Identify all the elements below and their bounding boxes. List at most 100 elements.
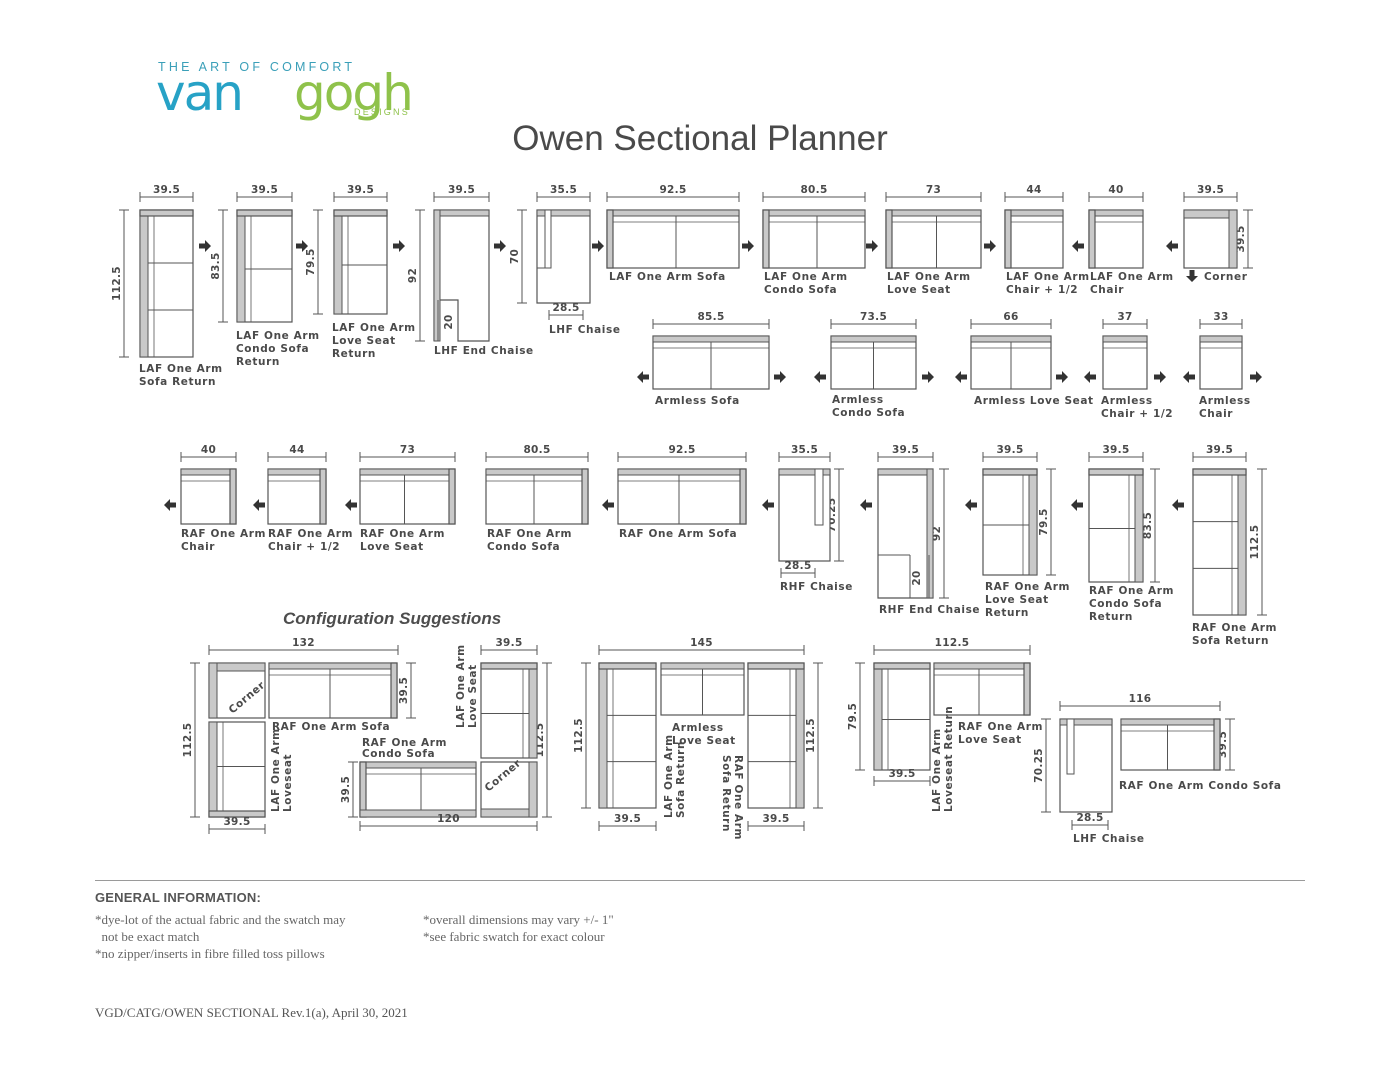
piece-label: LAF One Arm Sofa [609,271,726,283]
config1-label: RAF One Arm Sofa [272,721,390,733]
backrest [885,209,982,217]
connection-arrow-icon [860,499,872,511]
connection-arrow-icon [602,499,614,511]
backrest [795,662,805,809]
piece-label: RAF One Arm [1089,585,1174,597]
piece-label: Condo Sofa [236,343,309,355]
piece-label: Love Seat [332,335,396,347]
armrest [139,209,194,217]
page-title: Owen Sectional Planner [512,119,888,158]
backrest [830,335,917,343]
connection-arrow-icon [742,240,754,252]
armrest [390,662,398,719]
piece-label: Chair + 1/2 [1006,284,1078,296]
divider [95,880,1305,881]
armrest [480,662,538,670]
armrest [747,662,805,670]
document-footer: VGD/CATG/OWEN SECTIONAL Rev.1(a), April … [95,1005,408,1020]
dimension-value: 80.5 [523,444,550,456]
armrest [1088,468,1144,476]
armrest [208,810,266,818]
armrest [1192,468,1247,476]
general-info-heading: GENERAL INFORMATION: [95,890,262,905]
dimension-value: 112.5 [111,266,123,301]
connection-arrow-icon [1166,240,1178,252]
armrest [333,209,388,217]
dimension-value: 80.5 [800,184,827,196]
config-heading: Configuration Suggestions [283,609,501,628]
armrest [1004,209,1012,269]
config5-label: RAF One Arm Condo Sofa [1119,780,1282,792]
config4-label: Loveseat Return [943,706,955,812]
dimension-value: 39.5 [996,444,1023,456]
dimension-value: 70.25 [1033,748,1045,783]
dimension-value: 39.5 [398,677,410,704]
dimension-value: 85.5 [697,311,724,323]
backrest [778,468,831,476]
armrest [873,662,931,670]
connection-arrow-icon [164,499,176,511]
dimension-value: 39.5 [892,444,919,456]
piece-label: Love Seat [985,594,1049,606]
config5-label: LHF Chaise [1073,833,1145,845]
piece-laf-sofa-return [139,209,194,358]
piece-label: LHF Chaise [549,324,621,336]
armrest [1066,718,1075,775]
dimension-value: 20 [443,314,455,329]
logo-designs: DESIGNS [354,107,410,117]
backrest [1059,718,1113,726]
connection-arrow-icon [1250,371,1262,383]
dimension-value: 35.5 [791,444,818,456]
piece-raf-sofa-return [1192,468,1247,616]
logo-tagline: THE ART OF COMFORT [158,60,356,74]
dimension-value: 70 [509,249,521,264]
backrest [359,761,477,769]
connection-arrow-icon [1072,240,1084,252]
piece-label: RAF One Arm [985,581,1070,593]
config4-label: RAF One Arm [958,721,1043,733]
config4-label: LAF One Arm [931,728,943,812]
connection-arrow-icon [814,371,826,383]
dimension-value: 39.5 [495,637,522,649]
piece-label: Chair [181,541,215,553]
piece-label: Armless [832,394,884,406]
piece-label: Return [236,356,280,368]
piece-label: RAF One Arm [487,528,572,540]
dimension-value: 92.5 [668,444,695,456]
backrest [267,468,327,476]
connection-arrow-icon [1183,371,1195,383]
piece-label: Condo Sofa [487,541,560,553]
logo-word-van: van [156,64,244,122]
piece-label: Armless [1199,395,1251,407]
armrest [1088,209,1096,269]
config2-label: LAF One Arm [455,644,467,728]
backrest [1004,209,1064,217]
connection-arrow-icon [866,240,878,252]
piece-label: Chair [1199,408,1233,420]
piece-raf-chair-half [267,468,327,525]
dimension-value: 92.5 [659,184,686,196]
backrest [1237,468,1247,616]
piece-armless-chair [1199,335,1243,390]
dimension-value: 73 [926,184,941,196]
backrest [485,468,589,476]
piece-laf-chair [1088,209,1144,269]
connection-arrow-icon [199,240,211,252]
dimension-value: 73 [400,444,415,456]
backrest [359,468,456,476]
dimension-value: 116 [1129,693,1152,705]
armrest [359,761,367,818]
piece-raf-chair [180,468,237,525]
piece-label: Return [1089,611,1133,623]
backrest [877,468,934,476]
connection-arrow-icon [984,240,996,252]
piece-label: RAF One Arm [1192,622,1277,634]
piece-label: LAF One Arm [1006,271,1090,283]
armrest [1023,662,1031,716]
config2-label: RAF One Arm [362,737,447,749]
dimension-value: 112.5 [935,637,970,649]
config3-label: Sofa Return [720,755,732,832]
armrest [581,468,589,525]
connection-arrow-icon [1056,371,1068,383]
